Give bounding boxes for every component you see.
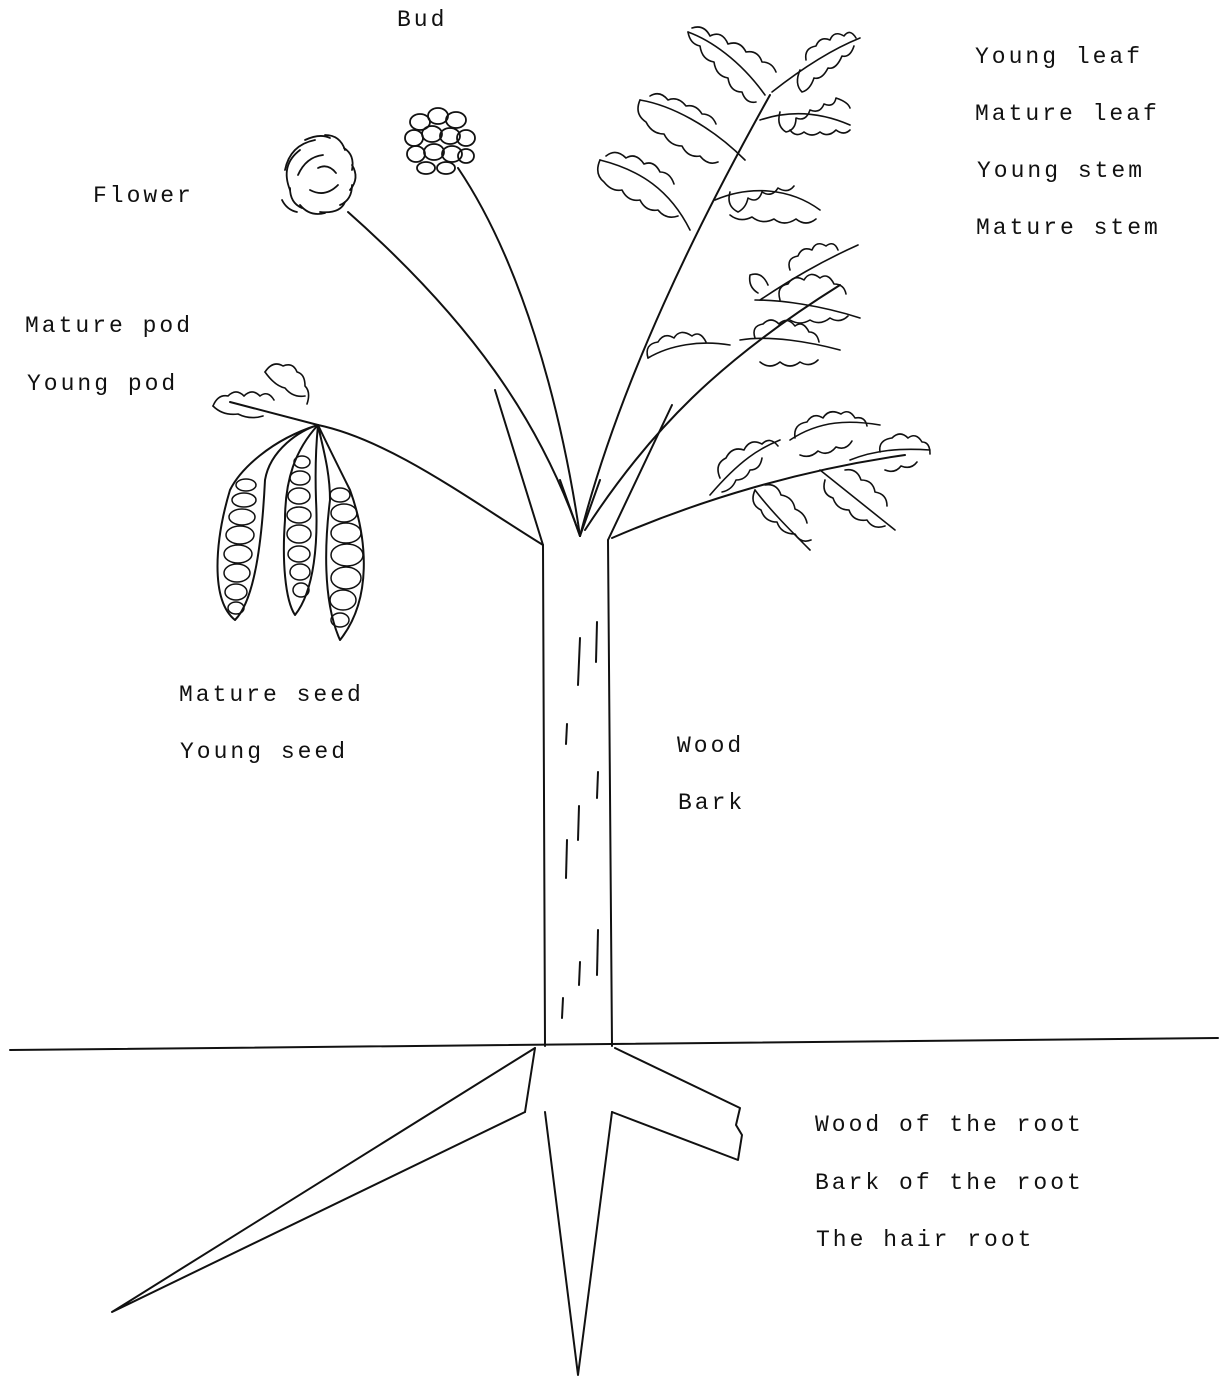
label-young-stem: Young stem — [977, 160, 1145, 183]
bark-marks — [562, 622, 598, 1018]
label-wood: Wood — [677, 735, 744, 758]
ground-line — [10, 1038, 1218, 1050]
label-young-pod: Young pod — [27, 373, 178, 396]
label-bud: Bud — [397, 9, 447, 32]
pod-right — [318, 425, 364, 640]
flower — [282, 135, 356, 214]
label-mature-pod: Mature pod — [25, 315, 193, 338]
root-left — [112, 1048, 535, 1312]
bud-stem — [458, 168, 580, 536]
label-mature-seed: Mature seed — [179, 684, 364, 707]
upper-leaf-stem — [580, 95, 770, 536]
root-main — [545, 1112, 612, 1375]
label-young-leaf: Young leaf — [975, 46, 1143, 69]
label-mature-leaf: Mature leaf — [975, 103, 1160, 126]
label-hair-root: The hair root — [816, 1229, 1034, 1252]
trunk — [543, 540, 612, 1046]
label-wood-of-root: Wood of the root — [815, 1114, 1084, 1137]
bud — [405, 108, 475, 174]
leaves-upper — [598, 27, 860, 230]
label-bark-of-root: Bark of the root — [815, 1172, 1084, 1195]
pod-stem — [318, 425, 543, 545]
label-flower: Flower — [93, 185, 194, 208]
seeds — [224, 456, 363, 627]
pods — [218, 425, 364, 640]
leaves-lower — [710, 412, 930, 550]
label-young-seed: Young seed — [180, 741, 348, 764]
label-bark: Bark — [678, 792, 745, 815]
roots — [112, 1048, 742, 1375]
label-mature-stem: Mature stem — [976, 217, 1161, 240]
root-right — [612, 1048, 742, 1160]
leaves-middle — [647, 244, 860, 366]
